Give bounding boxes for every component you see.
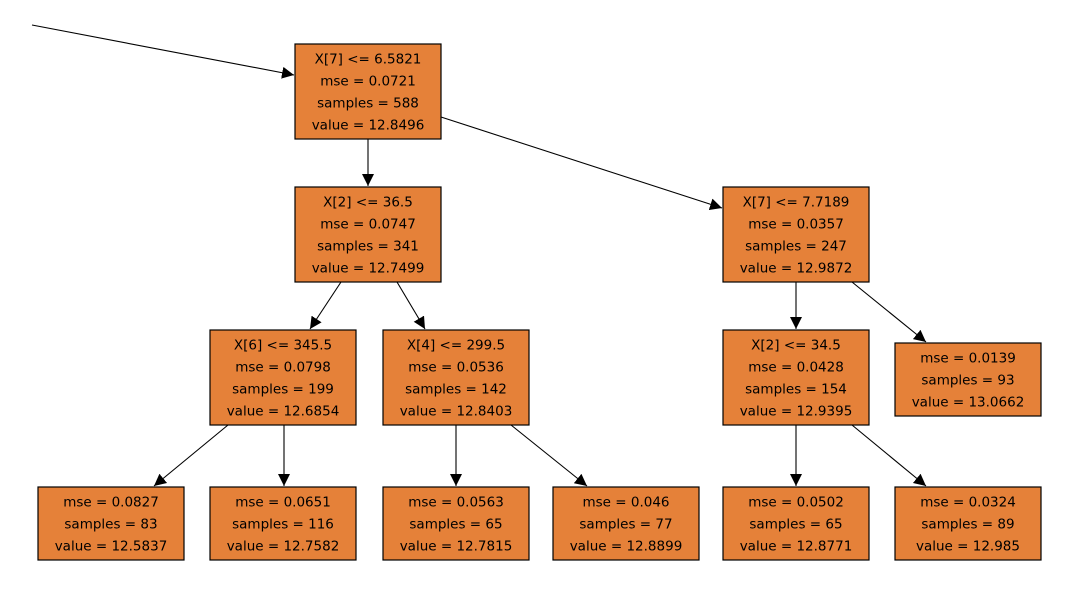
tree-node-n2: X[7] <= 7.7189 mse = 0.0357 samples = 247 v…	[722, 186, 870, 283]
node-line: samples = 89	[921, 517, 1014, 533]
node-line: X[7] <= 7.7189	[743, 195, 850, 211]
node-line: value = 12.8899	[570, 539, 683, 555]
node-line: mse = 0.0324	[920, 495, 1016, 511]
node-line: mse = 0.0798	[235, 360, 331, 376]
node-line: mse = 0.0502	[748, 495, 844, 511]
node-box	[722, 186, 870, 283]
edge-arrow-n3-to-n7	[153, 424, 229, 487]
node-line: samples = 116	[232, 517, 334, 533]
tree-node-n3: X[6] <= 345.5 mse = 0.0798 samples = 199 va…	[209, 329, 357, 426]
node-box	[722, 486, 870, 561]
node-line: mse = 0.0139	[920, 351, 1016, 367]
node-line: samples = 142	[405, 382, 507, 398]
node-line: mse = 0.0357	[748, 217, 844, 233]
tree-node-n7: mse = 0.0827 samples = 83 value = 12.5837	[37, 486, 185, 561]
node-line: mse = 0.0827	[63, 495, 159, 511]
node-box	[552, 486, 700, 561]
node-line: mse = 0.0536	[408, 360, 504, 376]
node-box	[382, 486, 530, 561]
node-line: samples = 247	[745, 239, 847, 255]
edge-arrow-n1-to-n3	[309, 281, 342, 330]
node-line: mse = 0.0428	[748, 360, 844, 376]
node-box	[209, 486, 357, 561]
node-line: mse = 0.0651	[235, 495, 331, 511]
node-line: value = 12.6854	[227, 404, 340, 420]
node-box	[294, 186, 442, 283]
node-line: mse = 0.0721	[320, 74, 416, 90]
node-line: X[4] <= 299.5	[407, 338, 505, 354]
node-line: samples = 154	[745, 382, 847, 398]
node-line: X[2] <= 36.5	[323, 195, 413, 211]
tree-node-n11: mse = 0.0502 samples = 65 value = 12.8771	[722, 486, 870, 561]
tree-node-n1: X[2] <= 36.5 mse = 0.0747 samples = 341 val…	[294, 186, 442, 283]
node-line: X[7] <= 6.5821	[315, 52, 422, 68]
node-line: value = 12.9395	[740, 404, 853, 420]
node-box	[894, 486, 1042, 561]
node-line: samples = 199	[232, 382, 334, 398]
tree-node-n6: mse = 0.0139 samples = 93 value = 13.0662	[894, 342, 1042, 417]
node-line: X[2] <= 34.5	[751, 338, 841, 354]
tree-node-n10: mse = 0.046 samples = 77 value = 12.8899	[552, 486, 700, 561]
node-line: samples = 93	[921, 373, 1014, 389]
node-line: mse = 0.0747	[320, 217, 416, 233]
edge-arrow-n2-to-n6	[851, 281, 927, 343]
node-line: value = 12.7499	[312, 261, 425, 277]
tree-node-n12: mse = 0.0324 samples = 89 value = 12.985	[894, 486, 1042, 561]
node-line: samples = 83	[64, 517, 157, 533]
node-box	[722, 329, 870, 426]
node-box	[382, 329, 530, 426]
edges-layer	[31, 24, 927, 487]
edge-arrow-external-to-n0	[31, 24, 295, 79]
node-line: samples = 65	[749, 517, 842, 533]
node-box	[894, 342, 1042, 417]
node-box	[209, 329, 357, 426]
nodes-layer: X[7] <= 6.5821 mse = 0.0721 samples = 588 v…	[37, 43, 1042, 561]
node-line: value = 12.5837	[55, 539, 168, 555]
edge-arrow-n0-to-n2	[440, 116, 723, 211]
node-line: value = 12.7815	[400, 539, 513, 555]
tree-node-n5: X[2] <= 34.5 mse = 0.0428 samples = 154 val…	[722, 329, 870, 426]
node-box	[294, 43, 442, 140]
node-line: value = 12.8496	[312, 118, 425, 134]
node-line: value = 12.7582	[227, 539, 340, 555]
node-box	[37, 486, 185, 561]
node-line: value = 12.985	[916, 539, 1020, 555]
node-line: samples = 77	[579, 517, 672, 533]
node-line: mse = 0.046	[582, 495, 669, 511]
tree-node-n9: mse = 0.0563 samples = 65 value = 12.7815	[382, 486, 530, 561]
node-line: mse = 0.0563	[408, 495, 504, 511]
node-line: samples = 588	[317, 96, 419, 112]
edge-arrow-n4-to-n10	[510, 424, 588, 487]
tree-node-n4: X[4] <= 299.5 mse = 0.0536 samples = 142 va…	[382, 329, 530, 426]
node-line: samples = 65	[409, 517, 502, 533]
node-line: value = 12.8403	[400, 404, 513, 420]
node-line: value = 12.8771	[740, 539, 853, 555]
node-line: X[6] <= 345.5	[234, 338, 332, 354]
tree-node-n0: X[7] <= 6.5821 mse = 0.0721 samples = 588 v…	[294, 43, 442, 140]
edge-arrow-n1-to-n4	[396, 281, 426, 330]
node-line: value = 12.9872	[740, 261, 853, 277]
node-line: samples = 341	[317, 239, 419, 255]
edge-arrow-n5-to-n12	[851, 424, 927, 487]
tree-node-n8: mse = 0.0651 samples = 116 value = 12.7582	[209, 486, 357, 561]
node-line: value = 13.0662	[912, 395, 1025, 411]
